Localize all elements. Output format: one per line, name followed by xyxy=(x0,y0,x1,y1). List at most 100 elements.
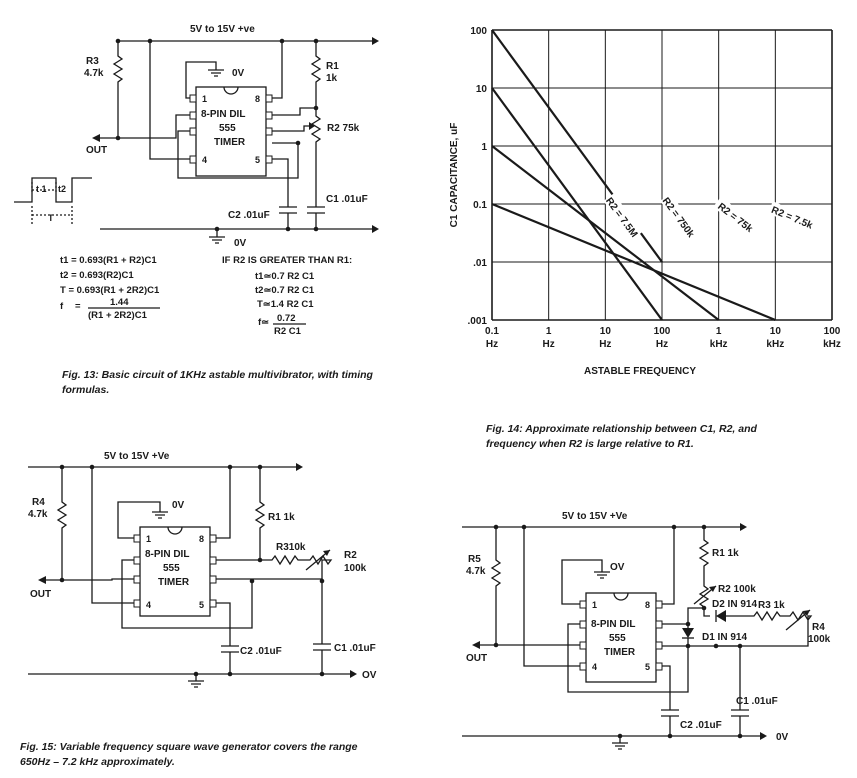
fig14-caption: Fig. 14: Approximate relationship betwee… xyxy=(486,423,757,450)
fig14-y-tick-label: 0.1 xyxy=(473,200,487,211)
fig15-pin5: 5 xyxy=(199,600,204,610)
fig14-series-line-3 xyxy=(491,145,720,321)
fig16-pin5: 5 xyxy=(645,662,650,672)
fig14-x-tick-label: 10 xyxy=(770,326,782,337)
fig15-r2-label: R2 xyxy=(344,550,357,561)
fig13-schematic: 5V to 15V +ve R3 4.7k R1 1k R2 75k 8-PIN… xyxy=(14,24,379,337)
fig13-approx-f-num: 0.72 xyxy=(277,313,296,324)
fig14-x-tick-label: 1 xyxy=(546,326,552,337)
fig13-formula-f: f xyxy=(60,301,64,312)
fig14-series-line-2 xyxy=(491,87,663,321)
fig13-c1-label: C1 .01uF xyxy=(326,194,368,205)
fig14-x-tick-label: 100 xyxy=(654,326,671,337)
fig16-c1-label: C1 .01uF xyxy=(736,696,778,707)
fig14-y-tick-label: .01 xyxy=(473,258,487,269)
fig13-ov-bottom: 0V xyxy=(234,238,247,249)
fig13-ov-top: 0V xyxy=(232,68,245,79)
fig13-r1-value: 1k xyxy=(326,73,338,84)
fig16-r4-value: 100k xyxy=(808,634,831,645)
fig14-x-tick-unit: kHz xyxy=(823,339,841,350)
fig15-pin1: 1 xyxy=(146,534,151,544)
fig16-r5-label: R5 xyxy=(468,554,481,565)
fig16-r4-label: R4 xyxy=(812,622,825,633)
fig14-x-tick-label: 100 xyxy=(824,326,841,337)
fig13-pin8: 8 xyxy=(255,94,260,104)
fig14-x-tick-label: 10 xyxy=(600,326,612,337)
fig15-pin8: 8 xyxy=(199,534,204,544)
fig14-series-label-bg-3 xyxy=(713,196,760,237)
fig16-ic-line3: TIMER xyxy=(604,647,636,658)
fig13-approx-t1: t1≃0.7 R2 C1 xyxy=(255,271,315,282)
fig16-out-label: OUT xyxy=(466,653,487,664)
fig14-x-tick-unit: kHz xyxy=(710,339,728,350)
fig14-series-label-1: R2 = 7.5M xyxy=(603,196,639,240)
fig13-pin1: 1 xyxy=(202,94,207,104)
fig15-r1-label: R1 1k xyxy=(268,512,295,523)
fig14-series-label-bg-4 xyxy=(767,201,818,232)
fig13-r3-value: 4.7k xyxy=(84,68,104,79)
fig13-approx-f: f≃ xyxy=(258,317,269,328)
fig14-x-tick-unit: Hz xyxy=(543,339,555,350)
fig16-pin8: 8 xyxy=(645,600,650,610)
fig15-c1-label: C1 .01uF xyxy=(334,643,376,654)
fig16-ic-line1: 8-PIN DIL xyxy=(591,619,635,630)
fig16-r3-label: R3 1k xyxy=(758,600,785,611)
fig14-series-label-bg-2 xyxy=(660,193,699,240)
fig13-ic-line2: 555 xyxy=(219,123,236,134)
fig15-caption: Fig. 15: Variable frequency square wave … xyxy=(20,741,358,768)
fig14-x-tick-unit: Hz xyxy=(656,339,668,350)
fig16-ov-top: OV xyxy=(610,562,625,573)
fig14-x-tick-unit: Hz xyxy=(599,339,611,350)
fig14-x-axis-label: ASTABLE FREQUENCY xyxy=(584,366,696,377)
fig13-t2-label: t2 xyxy=(58,184,66,194)
fig13-ic-line3: TIMER xyxy=(214,137,246,148)
fig16-r1-label: R1 1k xyxy=(712,548,739,559)
fig15-ov-top: 0V xyxy=(172,500,185,511)
fig16-schematic: 5V to 15V +Ve R5 4.7k R1 1k R2 100k 8-PI… xyxy=(462,511,831,750)
fig16-r5-value: 4.7k xyxy=(466,566,486,577)
fig14-series-label-2: R2 = 750k xyxy=(660,196,697,240)
fig13-ic-line1: 8-PIN DIL xyxy=(201,109,245,120)
fig16-d2-label: D2 IN 914 xyxy=(712,599,757,610)
fig14-x-tick-unit: kHz xyxy=(766,339,784,350)
fig16-d1-label: D1 IN 914 xyxy=(702,632,747,643)
fig13-c2-label: C2 .01uF xyxy=(228,210,270,221)
fig13-out-label: OUT xyxy=(86,145,107,156)
fig15-ic-line1: 8-PIN DIL xyxy=(145,549,189,560)
fig16-supply-label: 5V to 15V +Ve xyxy=(562,511,628,522)
fig13-T-label: T xyxy=(48,213,54,223)
fig15-r2-value: 100k xyxy=(344,563,367,574)
fig13-r3-label: R3 xyxy=(86,56,99,67)
fig14-series-label-4: R2 = 7.5k xyxy=(770,205,815,232)
fig13-approx-heading: IF R2 IS GREATER THAN R1: xyxy=(222,255,352,266)
fig15-r3-label: R310k xyxy=(276,542,306,553)
fig15-ov-bottom: OV xyxy=(362,670,377,681)
fig14-x-tick-label: 1 xyxy=(716,326,722,337)
fig13-formula-t1: t1 = 0.693(R1 + R2)C1 xyxy=(60,255,157,266)
fig14-y-tick-label: 1 xyxy=(481,142,487,153)
fig14-y-tick-label: 10 xyxy=(476,84,488,95)
fig16-c2-label: C2 .01uF xyxy=(680,720,722,731)
fig13-supply-label: 5V to 15V +ve xyxy=(190,24,255,35)
fig15-supply-label: 5V to 15V +Ve xyxy=(104,451,170,462)
fig14-y-tick-label: .001 xyxy=(468,316,488,327)
fig13-approx-T: T≃1.4 R2 C1 xyxy=(257,299,314,310)
fig13-pin4: 4 xyxy=(202,155,207,165)
fig16-r2-label: R2 100k xyxy=(718,584,756,595)
fig13-approx-t2: t2≃0.7 R2 C1 xyxy=(255,285,315,296)
fig13-formula-f-num: 1.44 xyxy=(110,297,129,308)
fig15-pin4: 4 xyxy=(146,600,151,610)
fig14-series-label-bg-1 xyxy=(603,193,643,240)
fig15-c2-label: C2 .01uF xyxy=(240,646,282,657)
fig13-r1-label: R1 xyxy=(326,61,339,72)
fig13-approx-f-den: R2 C1 xyxy=(274,326,302,337)
fig13-formula-f-den: (R1 + 2R2)C1 xyxy=(88,310,148,321)
fig16-ic-555 xyxy=(585,592,657,683)
fig16-ic-line2: 555 xyxy=(609,633,626,644)
fig15-r4-value: 4.7k xyxy=(28,509,48,520)
fig13-formula-T: T = 0.693(R1 + 2R2)C1 xyxy=(60,285,160,296)
fig15-ic-line3: TIMER xyxy=(158,577,190,588)
fig15-ic-line2: 555 xyxy=(163,563,180,574)
